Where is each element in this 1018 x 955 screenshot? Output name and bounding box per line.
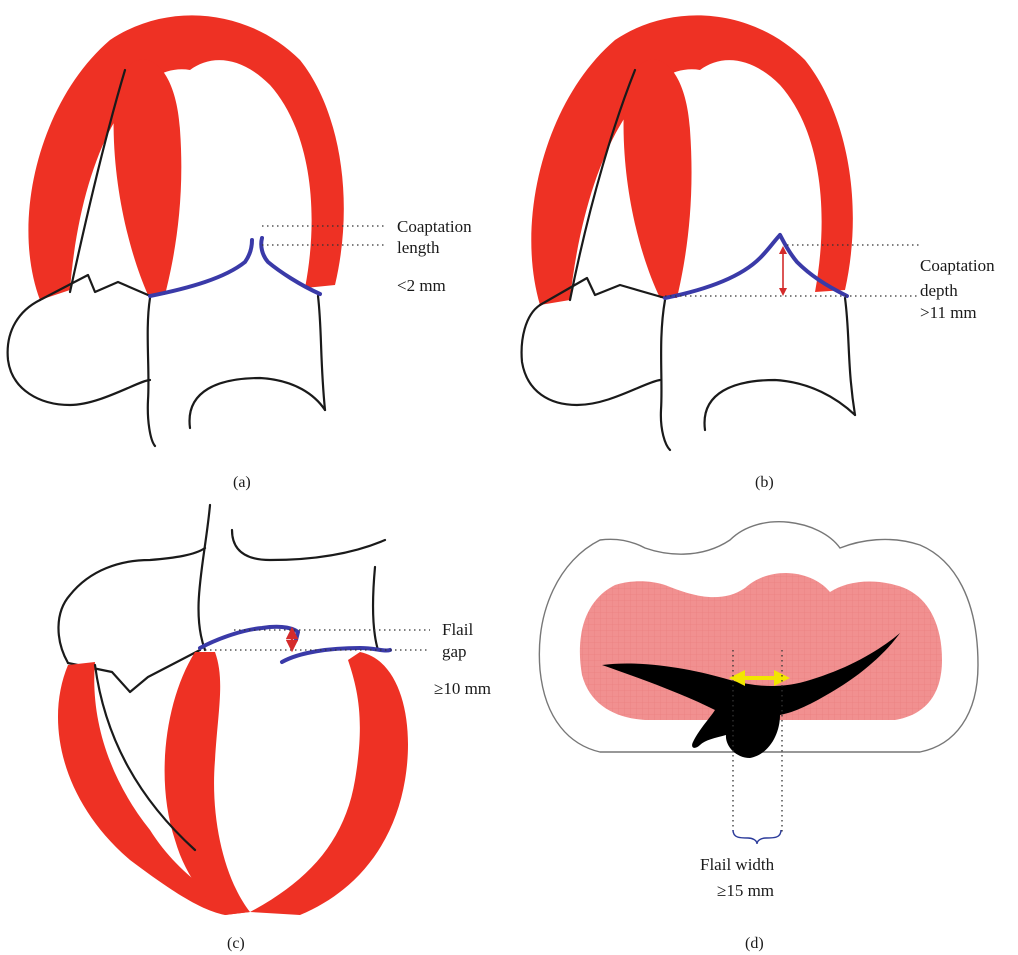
heart-drawing-a <box>8 15 344 446</box>
flail-width-label: Flail width <box>700 855 775 874</box>
flail-width-value: ≥15 mm <box>717 881 774 900</box>
coaptation-length-label-2: length <box>397 238 440 257</box>
coaptation-depth-value: >11 mm <box>920 303 977 322</box>
atrium-outline <box>522 305 660 405</box>
septum-wall <box>114 59 182 295</box>
aorta-outline-c <box>58 548 205 663</box>
heart-drawing-c <box>58 505 408 915</box>
flail-gap-label-1: Flail <box>442 620 473 639</box>
left-ventricle-outer-wall <box>28 15 343 300</box>
coaptation-depth-label-2: depth <box>920 281 958 300</box>
lower-curve-b <box>705 380 855 430</box>
panel-d: Flail width ≥15 mm (d) <box>539 522 978 952</box>
septum-wall <box>624 59 692 298</box>
left-atrium-outline <box>199 505 210 650</box>
panel-b: Coaptation depth >11 mm (b) <box>522 15 996 491</box>
left-ventricle-outer-wall <box>531 15 853 305</box>
septum-down-line <box>661 300 670 450</box>
right-wall-line <box>373 567 378 650</box>
coaptation-length-label-1: Coaptation <box>397 217 472 236</box>
right-atrium-outline <box>845 298 855 415</box>
caption-b: (b) <box>755 474 774 491</box>
panel-c: Flail gap ≥10 mm (c) <box>58 505 491 952</box>
septum-down-line <box>148 298 155 446</box>
coaptation-depth-label-1: Coaptation <box>920 256 995 275</box>
caption-c: (c) <box>227 935 245 952</box>
flail-gap-label-2: gap <box>442 642 467 661</box>
caption-a: (a) <box>233 474 251 491</box>
panel-a: Coaptation length <2 mm (a) <box>8 15 472 491</box>
atrium-outline <box>8 300 150 405</box>
right-ventricle-wall-c <box>250 652 408 915</box>
caption-d: (d) <box>745 935 764 952</box>
flail-width-brace <box>733 830 781 844</box>
right-atrium-outline <box>318 296 325 410</box>
right-atrium-outline-c <box>232 530 385 560</box>
lower-curve-a <box>190 378 325 428</box>
heart-drawing-b <box>522 15 855 450</box>
flail-gap-value: ≥10 mm <box>434 679 491 698</box>
coaptation-length-value: <2 mm <box>397 276 446 295</box>
